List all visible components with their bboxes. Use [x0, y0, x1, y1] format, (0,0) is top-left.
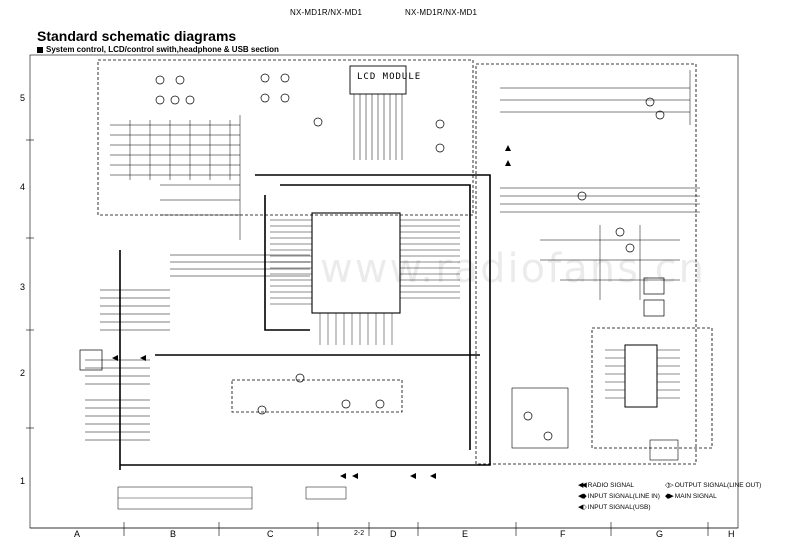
right-ic-small-2	[643, 299, 665, 317]
bullet-square-icon	[37, 46, 43, 53]
legend-radio-signal: ◀◀RADIO SIGNAL	[578, 481, 635, 489]
right-ic-small-1	[643, 277, 665, 295]
input-usb-arrow-icon: ◀◇	[578, 503, 587, 511]
signal-arrows	[112, 145, 511, 479]
radio-arrow-icon: ◀◀	[578, 481, 587, 489]
model-header-right: NX-MD1R/NX-MD1	[405, 8, 478, 17]
mcu-right-pins	[400, 219, 460, 299]
column-label-d: D	[390, 529, 397, 539]
page-title: Standard schematic diagrams	[37, 28, 237, 44]
row-label-4: 4	[20, 182, 26, 192]
control-switch-section	[97, 59, 474, 216]
legend-main-signal: ◆▶MAIN SIGNAL	[665, 492, 717, 500]
input-line-arrow-icon: ◀◆	[578, 492, 587, 500]
symbol-box	[305, 486, 347, 500]
lcd-module-label: LCD MODULE	[357, 72, 422, 82]
column-label-c: C	[267, 529, 274, 539]
legend-input-usb: ◀◇INPUT SIGNAL(USB)	[578, 503, 651, 511]
transistor-group-top	[155, 73, 445, 153]
row-label-2: 2	[20, 368, 26, 378]
usb-section	[591, 327, 713, 449]
main-signal-arrow-3	[505, 145, 511, 166]
main-signal-arrow-icon: ◆▶	[665, 492, 674, 500]
subtitle-text: System control, LCD/control swith,headph…	[46, 45, 279, 54]
row-label-5: 5	[20, 93, 26, 103]
column-label-b: B	[170, 529, 177, 539]
mcu-bottom-pins	[319, 313, 393, 345]
main-bus	[119, 174, 491, 470]
legend-input-line-in: ◀◆INPUT SIGNAL(LINE IN)	[578, 492, 660, 500]
main-signal-arrow-4	[410, 473, 436, 479]
mcu-left-pins	[270, 219, 312, 305]
main-mcu-ic	[311, 212, 401, 314]
headphone-lines	[500, 70, 700, 300]
row-label-1: 1	[20, 476, 26, 486]
column-label-f: F	[560, 529, 566, 539]
model-header-left: NX-MD1R/NX-MD1	[290, 8, 363, 17]
row-label-3: 3	[20, 282, 26, 292]
output-arrow-icon: ◇▷	[665, 481, 674, 489]
column-ruler	[30, 522, 738, 536]
section-subtitle: System control, LCD/control swith,headph…	[37, 45, 279, 54]
column-label-h: H	[728, 529, 735, 539]
usb-ic-pins	[605, 349, 680, 399]
headphone-section	[475, 63, 697, 465]
usb-connector	[649, 439, 679, 461]
row-ruler	[26, 139, 34, 429]
left-connector-box	[79, 349, 103, 371]
amp-block	[511, 387, 569, 449]
transistor-group-right	[257, 97, 665, 441]
lcd-pins	[353, 94, 403, 160]
switch-matrix	[110, 115, 241, 240]
column-label-e: E	[462, 529, 469, 539]
main-signal-arrow-1	[340, 473, 358, 479]
column-label-g: G	[656, 529, 664, 539]
page-number: 2-2	[354, 530, 365, 537]
power-section	[231, 379, 403, 413]
column-label-a: A	[74, 529, 81, 539]
left-connector-lines	[85, 254, 310, 441]
legend-output-line-out: ◇▷OUTPUT SIGNAL(LINE OUT)	[665, 481, 762, 489]
usb-ic	[624, 344, 658, 408]
